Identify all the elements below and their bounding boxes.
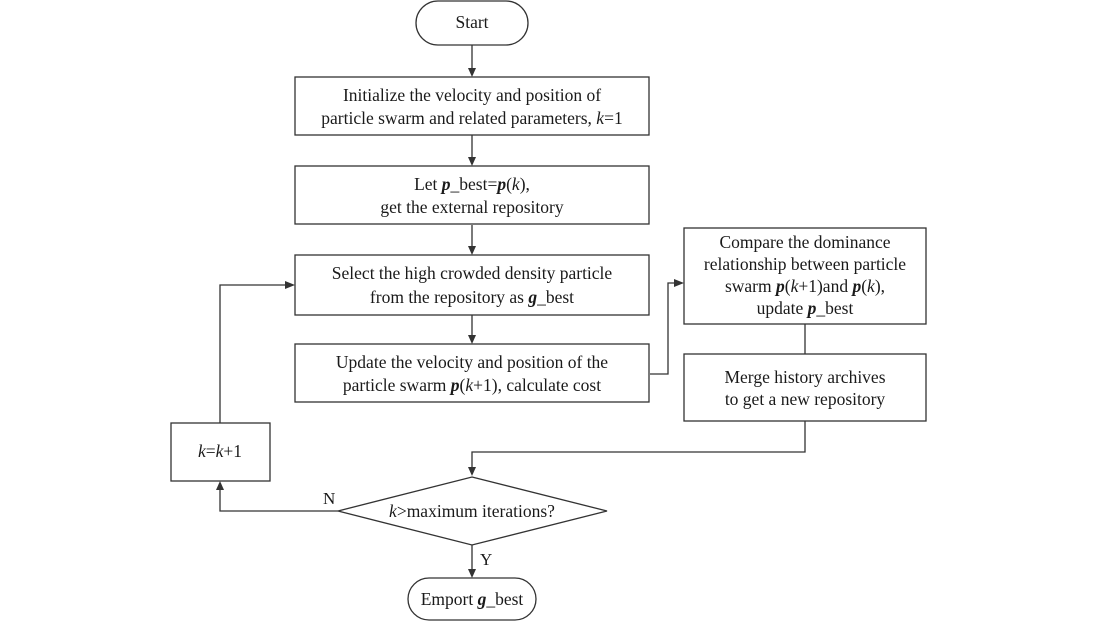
compare-line-2: relationship between particle bbox=[704, 254, 906, 274]
arrowhead bbox=[468, 467, 476, 476]
compare-node: Compare the dominance relationship betwe… bbox=[683, 227, 927, 325]
compare-line-1: Compare the dominance bbox=[719, 232, 890, 252]
edge-update-compare bbox=[650, 282, 676, 375]
end-node: Emport g_best bbox=[407, 577, 537, 621]
edge-label-no: N bbox=[323, 489, 335, 508]
compare-line-3: swarm p(k+1)and p(k), bbox=[725, 276, 885, 296]
decision-node: k>maximum iterations? bbox=[337, 476, 608, 546]
merge-line-1: Merge history archives bbox=[724, 367, 885, 387]
increment-label: k=k+1 bbox=[198, 441, 242, 461]
arrowhead bbox=[468, 569, 476, 578]
init-line-1: Initialize the velocity and position of bbox=[343, 85, 601, 105]
update-line-1: Update the velocity and position of the bbox=[336, 352, 608, 372]
select-line-2: from the repository as g_best bbox=[370, 287, 574, 307]
arrowhead bbox=[468, 68, 476, 77]
merge-node: Merge history archives to get a new repo… bbox=[683, 353, 927, 422]
arrowhead bbox=[468, 335, 476, 344]
let-node: Let p_best=p(k), get the external reposi… bbox=[294, 165, 650, 225]
edge-increment-select bbox=[219, 284, 287, 423]
edge-label-yes: Y bbox=[480, 550, 492, 569]
update-line-2: particle swarm p(k+1), calculate cost bbox=[343, 375, 601, 395]
arrowhead bbox=[674, 279, 684, 287]
compare-line-4: update p_best bbox=[757, 298, 854, 318]
select-line-1: Select the high crowded density particle bbox=[332, 263, 613, 283]
update-node: Update the velocity and position of the … bbox=[294, 343, 650, 403]
init-node: Initialize the velocity and position of … bbox=[294, 76, 650, 136]
start-node: Start bbox=[415, 0, 529, 46]
edges bbox=[216, 45, 806, 578]
arrowhead bbox=[468, 246, 476, 255]
arrowhead bbox=[285, 281, 295, 289]
decision-label: k>maximum iterations? bbox=[389, 501, 555, 521]
increment-node: k=k+1 bbox=[170, 422, 271, 482]
init-line-2: particle swarm and related parameters, k… bbox=[321, 108, 622, 128]
edge-merge-decision bbox=[471, 421, 806, 470]
let-line-2: get the external repository bbox=[380, 197, 563, 217]
merge-line-2: to get a new repository bbox=[725, 389, 886, 409]
end-label: Emport g_best bbox=[421, 589, 524, 609]
arrowhead bbox=[468, 157, 476, 166]
arrowhead bbox=[216, 481, 224, 490]
let-line-1: Let p_best=p(k), bbox=[414, 174, 530, 194]
edge-decision-increment bbox=[219, 489, 338, 512]
start-label: Start bbox=[455, 12, 488, 32]
select-node: Select the high crowded density particle… bbox=[294, 254, 650, 316]
